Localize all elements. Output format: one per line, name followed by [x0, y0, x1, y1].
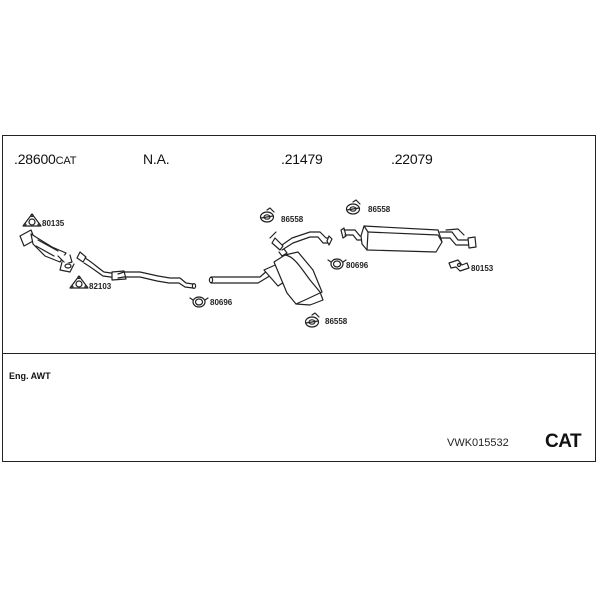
kit-code: VWK015532: [447, 437, 509, 449]
label-gasket-lower: 82103: [89, 282, 112, 291]
gasket-front-icon: [22, 213, 42, 227]
catalytic-converter-icon: [19, 229, 75, 273]
label-gasket-front: 80135: [42, 219, 65, 228]
hanger-rear-top-icon: [345, 199, 361, 215]
part-number-rear-silencer: .22079: [391, 151, 433, 167]
clamp-center-icon: [189, 296, 209, 308]
label-clamp-rear: 80696: [346, 261, 369, 270]
label-hanger-mid-bottom: 86558: [325, 317, 348, 326]
part-number-front-pipe: N.A.: [143, 151, 170, 167]
diagram-frame: [2, 135, 596, 462]
section-divider: [2, 353, 596, 354]
gasket-lower-icon: [69, 275, 89, 289]
label-clamp-center: 80696: [210, 298, 233, 307]
hanger-mid-top-icon: [259, 207, 275, 223]
middle-silencer-icon: [208, 231, 333, 306]
label-hanger-rear-top: 86558: [368, 205, 391, 214]
hanger-mid-bottom-icon: [304, 312, 320, 328]
label-mount-rear: 80153: [471, 264, 494, 273]
clamp-rear-icon: [327, 258, 347, 270]
label-hanger-mid-top: 86558: [281, 215, 304, 224]
front-pipe-icon: [76, 251, 197, 290]
part-number-middle-silencer: .21479: [281, 151, 323, 167]
part-number-catalyst: .28600CAT: [14, 151, 77, 167]
rear-silencer-icon: [340, 225, 477, 253]
kit-type: CAT: [545, 431, 582, 452]
engine-note: Eng. AWT: [9, 371, 51, 381]
mount-rear-icon: [448, 259, 470, 272]
